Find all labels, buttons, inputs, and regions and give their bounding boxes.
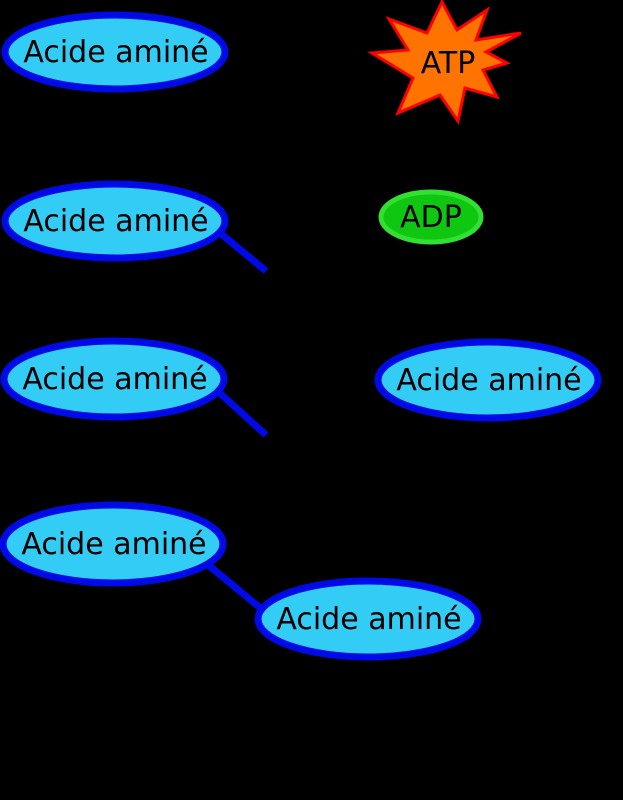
amino-acid-node-1: Acide aminé [1,11,229,93]
bond-line-1 [211,225,269,274]
atp-node: ATP [367,0,522,125]
amino-acid-node-2: Acide aminé [1,180,229,262]
amino-acid-label: Acide aminé [23,204,208,239]
adp-label: ADP [400,200,462,235]
amino-acid-ellipse [1,11,229,93]
bond-line-3 [204,561,267,614]
amino-acid-label: Acide aminé [21,527,206,562]
amino-acid-label: Acide aminé [396,363,581,398]
adp-ellipse-shape [378,189,484,245]
amino-acid-label: Acide aminé [276,602,461,637]
atp-label: ATP [421,46,476,81]
bond-line-2 [210,384,269,438]
adp-node: ADP [378,189,484,245]
amino-acid-node-5: Acide aminé [0,501,227,587]
amino-acid-ellipse [0,501,227,587]
amino-acid-ellipse [254,577,482,661]
bond-lines [204,225,269,614]
amino-acid-ellipse [374,338,602,422]
amino-acid-node-4: Acide aminé [374,338,602,422]
amino-acid-label: Acide aminé [22,362,207,397]
amino-acid-ellipse [1,180,229,262]
atp-star-shape [367,0,522,125]
amino-acid-node-6: Acide aminé [254,577,482,661]
amino-acid-ellipse [0,337,228,421]
amino-acid-node-3: Acide aminé [0,337,228,421]
amino-acid-label: Acide aminé [23,35,208,70]
